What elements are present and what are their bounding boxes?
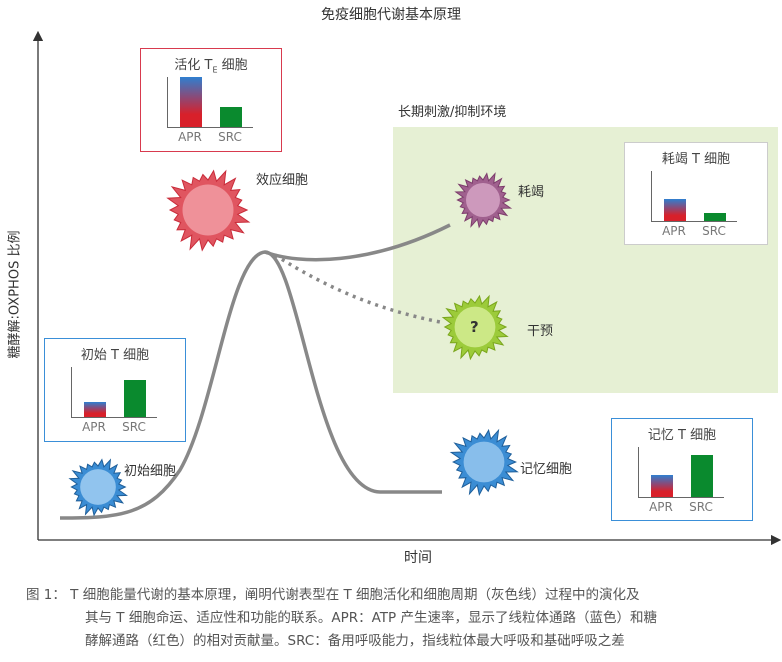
src-bar	[704, 212, 726, 221]
interference-cell-icon	[441, 294, 509, 361]
cell-cycle-curve	[59, 250, 442, 520]
memory-cell-icon	[449, 428, 519, 497]
box-title-text: 耗竭 T 细胞	[661, 152, 731, 167]
environment-label: 长期刺激/抑制环境	[398, 105, 507, 120]
caption-line: 酵解通路（红色）的相对贡献量。SRC：备用呼吸能力，指线粒体最大呼吸和基础呼吸之…	[85, 633, 625, 649]
memory-metabolism-box: 记忆 T 细胞 APR SRC	[611, 418, 753, 521]
diagram-canvas	[32, 30, 782, 546]
y-axis-label: 糖酵解:OXPHOS 比例	[7, 230, 23, 359]
box-title: 活化 TE 细胞	[141, 54, 281, 75]
mini-chart-axes	[71, 367, 157, 418]
exhaustion-branch	[264, 223, 451, 262]
apr-bar	[651, 474, 673, 497]
naive-metabolism-box: 初始 T 细胞 APR SRC	[44, 338, 186, 442]
x-axis-label: 时间	[404, 550, 432, 566]
active-metabolism-box: 活化 TE 细胞 APR SRC	[140, 48, 282, 152]
src-bar	[124, 379, 146, 417]
apr-label: APR	[649, 500, 673, 514]
apr-bar	[180, 77, 202, 127]
interference-cell-label: 干预	[527, 324, 554, 339]
src-bar	[220, 107, 242, 127]
apr-bar	[664, 198, 686, 221]
box-title-text: 记忆 T 细胞	[647, 428, 717, 443]
box-title-suffix: 细胞	[217, 58, 248, 73]
memory-cell-label: 记忆细胞	[520, 462, 573, 477]
caption-line: 其与 T 细胞命运、适应性和功能的联系。APR：ATP 产生速率，显示了线粒体通…	[85, 610, 657, 626]
apr-label: APR	[82, 420, 106, 434]
exhausted-metabolism-box: 耗竭 T 细胞 APR SRC	[624, 142, 768, 245]
box-title-text: 初始 T 细胞	[80, 348, 150, 363]
src-label: SRC	[218, 130, 242, 144]
apr-label: APR	[178, 130, 202, 144]
figure-caption: 图 1： T 细胞能量代谢的基本原理，阐明代谢表型在 T 细胞活化和细胞周期（灰…	[26, 584, 776, 653]
src-label: SRC	[702, 224, 726, 238]
effector-cell-icon	[166, 169, 251, 252]
src-bar	[691, 454, 713, 497]
apr-bar	[84, 402, 106, 417]
caption-line: 图 1： T 细胞能量代谢的基本原理，阐明代谢表型在 T 细胞活化和细胞周期（灰…	[26, 587, 640, 603]
intervention-branch	[274, 253, 441, 324]
exhausted-cell-label: 耗竭	[518, 185, 545, 200]
page-title: 免疫细胞代谢基本原理	[321, 7, 461, 23]
question-mark: ?	[470, 318, 479, 336]
naive-cell-icon	[68, 458, 129, 517]
naive-cell-label: 初始细胞	[124, 464, 177, 479]
box-title: 记忆 T 细胞	[612, 424, 752, 443]
box-title: 初始 T 细胞	[45, 344, 185, 363]
mini-chart-axes	[167, 77, 253, 128]
exhausted-cell-icon	[454, 172, 513, 229]
mini-chart-axes	[651, 171, 737, 222]
src-label: SRC	[689, 500, 713, 514]
box-title-subscript: E	[212, 65, 218, 75]
effector-cell-label: 效应细胞	[256, 173, 309, 188]
box-title: 耗竭 T 细胞	[625, 148, 767, 167]
box-title-text: 活化 T	[174, 58, 213, 73]
apr-label: APR	[662, 224, 686, 238]
mini-chart-axes	[638, 447, 724, 498]
src-label: SRC	[122, 420, 146, 434]
